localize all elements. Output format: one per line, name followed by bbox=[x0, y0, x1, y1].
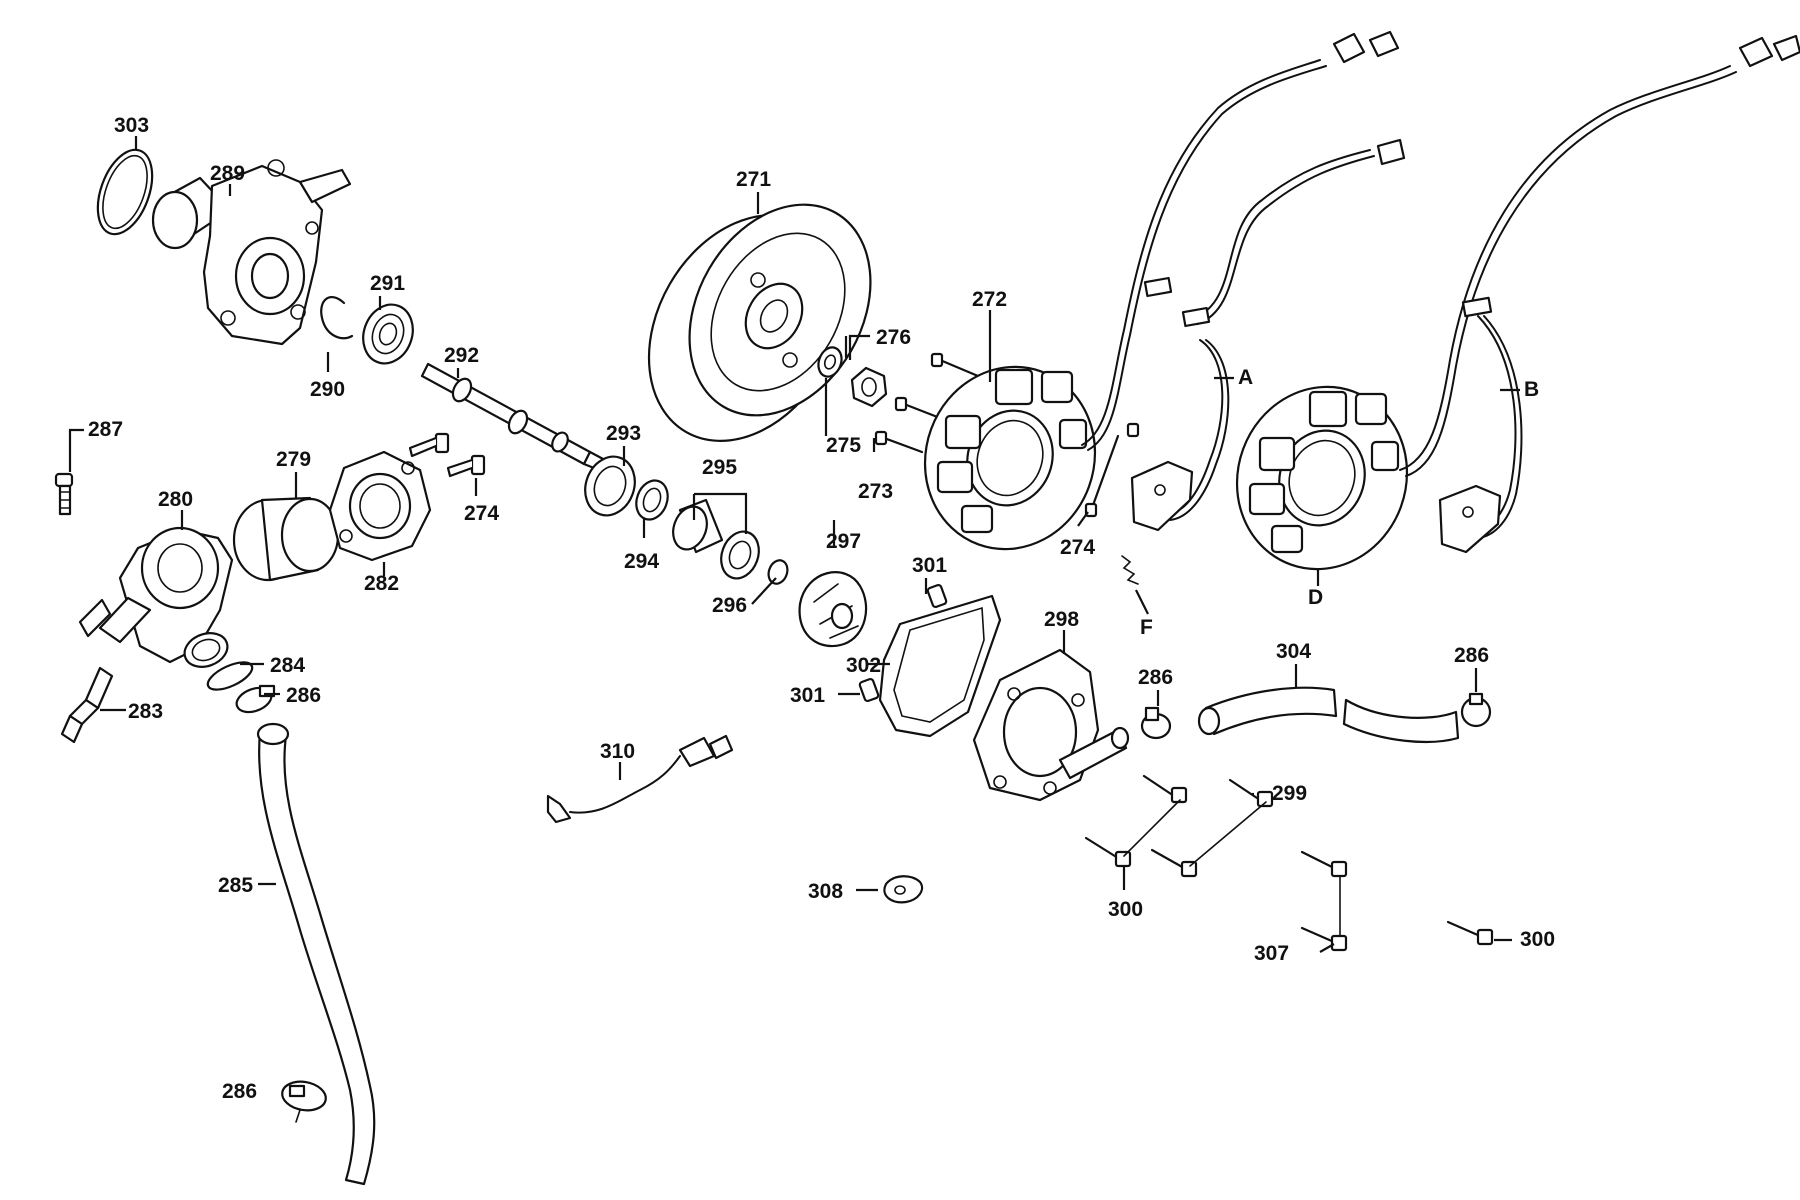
pump-body-298 bbox=[972, 648, 1130, 802]
hose-clamp-286-c bbox=[1140, 706, 1172, 740]
gasket-302 bbox=[878, 594, 1002, 738]
callout-282: 282 bbox=[364, 572, 399, 595]
thermostat-cover-282 bbox=[328, 450, 432, 562]
callout-304: 304 bbox=[1276, 640, 1311, 663]
bolt-300-right bbox=[1446, 920, 1494, 946]
o-ring-303 bbox=[96, 148, 154, 236]
callout-287: 287 bbox=[88, 418, 123, 441]
callout-286-c: 286 bbox=[1138, 666, 1173, 689]
callout-285: 285 bbox=[218, 874, 253, 897]
callout-291: 291 bbox=[370, 272, 405, 295]
stator-d bbox=[1235, 385, 1409, 571]
dowel-301-a bbox=[926, 583, 948, 609]
thermostat-housing-280 bbox=[78, 526, 234, 668]
screws-273 bbox=[874, 352, 980, 454]
callout-271: 271 bbox=[736, 168, 771, 191]
hose-clamp-286-a bbox=[235, 684, 276, 714]
callout-274-a: 274 bbox=[464, 502, 499, 525]
callout-labels: 303 289 291 290 292 287 280 279 282 274 … bbox=[88, 114, 1555, 1103]
dowel-301-b bbox=[858, 677, 880, 703]
thermostat-279 bbox=[232, 496, 340, 582]
hose-clamp-286-b bbox=[281, 1080, 327, 1123]
callout-289: 289 bbox=[210, 162, 245, 185]
pump-shaft-292 bbox=[420, 362, 622, 478]
mechanical-seal-295 bbox=[672, 498, 760, 580]
callout-294: 294 bbox=[624, 550, 659, 573]
callout-303: 303 bbox=[114, 114, 149, 137]
callout-293: 293 bbox=[606, 422, 641, 445]
callout-295: 295 bbox=[702, 456, 737, 479]
bolts-299-300 bbox=[1084, 774, 1274, 878]
hose-clamp-286-d bbox=[1460, 692, 1492, 728]
sensor-cable-310 bbox=[546, 734, 734, 824]
callout-296: 296 bbox=[712, 594, 747, 617]
stator-272 bbox=[923, 365, 1097, 551]
callout-310: 310 bbox=[600, 740, 635, 763]
spring-f bbox=[1121, 555, 1139, 585]
callout-284: 284 bbox=[270, 654, 305, 677]
bearing-291 bbox=[362, 303, 414, 365]
nut-276 bbox=[850, 366, 888, 408]
callout-301-b: 301 bbox=[790, 684, 825, 707]
washer-275 bbox=[817, 346, 843, 378]
leader-lines bbox=[68, 136, 1520, 953]
callout-274-b: 274 bbox=[1060, 536, 1095, 559]
callout-wire-a: A bbox=[1238, 366, 1253, 389]
callout-wire-b: B bbox=[1524, 378, 1539, 401]
callout-299: 299 bbox=[1272, 782, 1307, 805]
callout-272: 272 bbox=[972, 288, 1007, 311]
bearing-293 bbox=[584, 455, 636, 517]
callout-275: 275 bbox=[826, 434, 861, 457]
callout-307: 307 bbox=[1254, 942, 1289, 965]
flywheel-271 bbox=[647, 203, 872, 442]
hose-285 bbox=[256, 722, 376, 1186]
bolt-287 bbox=[54, 472, 74, 516]
wire-harness-b bbox=[1399, 34, 1800, 554]
callout-292: 292 bbox=[444, 344, 479, 367]
callout-286-a: 286 bbox=[286, 684, 321, 707]
hose-304 bbox=[1197, 686, 1460, 743]
callout-286-d: 286 bbox=[1454, 644, 1489, 667]
callout-280: 280 bbox=[158, 488, 193, 511]
bolts-274-left bbox=[408, 432, 486, 478]
pump-cover-289 bbox=[151, 159, 352, 346]
callout-300-b: 300 bbox=[1520, 928, 1555, 951]
callout-286-b: 286 bbox=[222, 1080, 257, 1103]
callout-301-a: 301 bbox=[912, 554, 947, 577]
callout-298: 298 bbox=[1044, 608, 1079, 631]
callout-283: 283 bbox=[128, 700, 163, 723]
callout-276: 276 bbox=[876, 326, 911, 349]
bolts-307 bbox=[1300, 850, 1348, 952]
callout-273: 273 bbox=[858, 480, 893, 503]
seal-294 bbox=[635, 479, 669, 521]
screw-274-right bbox=[1084, 422, 1140, 518]
callout-mark-d: D bbox=[1308, 586, 1323, 609]
callout-279: 279 bbox=[276, 448, 311, 471]
callout-297: 297 bbox=[826, 530, 861, 553]
clip-308 bbox=[883, 875, 924, 904]
callout-300-a: 300 bbox=[1108, 898, 1143, 921]
callout-302: 302 bbox=[846, 654, 881, 677]
impeller-297 bbox=[798, 571, 868, 648]
wire-harness-a bbox=[1081, 30, 1406, 532]
callout-308: 308 bbox=[808, 880, 843, 903]
circlip-290 bbox=[320, 296, 354, 340]
washer-296 bbox=[767, 559, 789, 585]
callout-290: 290 bbox=[310, 378, 345, 401]
o-ring-284 bbox=[206, 661, 254, 691]
temp-sensor-283 bbox=[60, 666, 114, 744]
callout-mark-f: F bbox=[1140, 616, 1153, 639]
